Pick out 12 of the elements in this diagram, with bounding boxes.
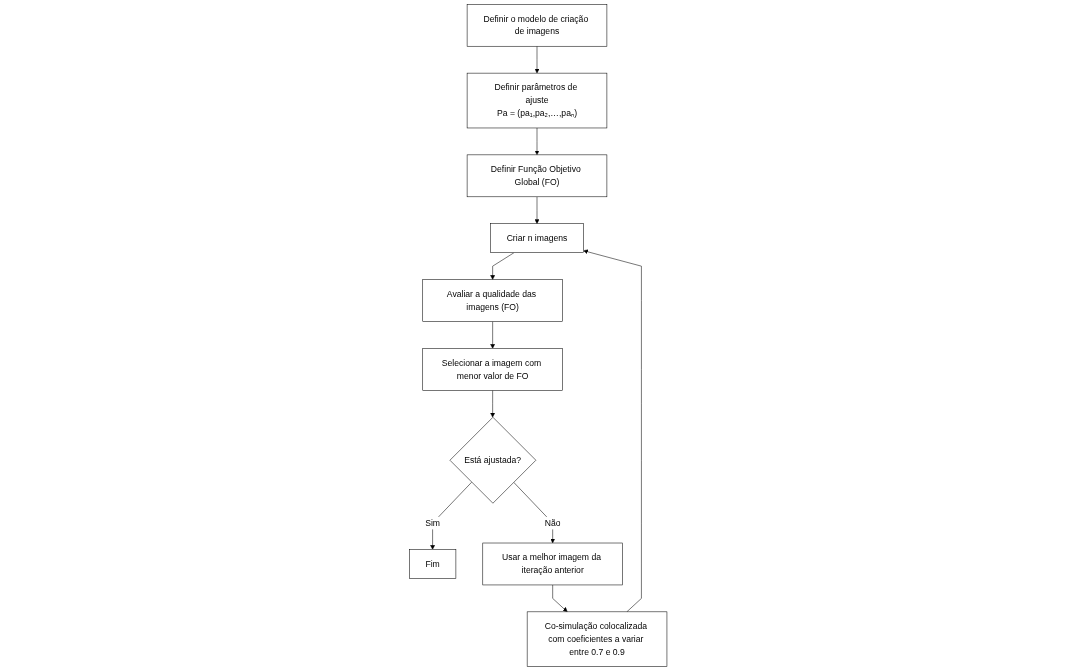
node-box: Avaliar a qualidade das imagens (FO)	[422, 279, 564, 322]
edge-label: Não	[545, 518, 561, 528]
node-box: Criar n imagens	[490, 223, 585, 253]
node-box: Co-simulação colocalizada com coeficientes a variar entre 0.7 e 0.9	[527, 611, 668, 667]
node-box: Selecionar a imagem com menor valor de FO	[422, 348, 564, 391]
node-diamond: Está ajustada?	[450, 417, 537, 504]
node-box: Definir Função Objetivo Global (FO)	[467, 154, 608, 198]
node-box: Fim	[409, 549, 457, 579]
node-box: Definir parâmetros de ajuste Pa = (pa₁,pa₂,…,paₙ)	[467, 72, 608, 129]
node-box: Definir o modelo de criação de imagens	[467, 4, 608, 47]
node-box: Usar a melhor imagem da iteração anterior	[482, 542, 624, 586]
edge-label: Sim	[425, 518, 441, 528]
